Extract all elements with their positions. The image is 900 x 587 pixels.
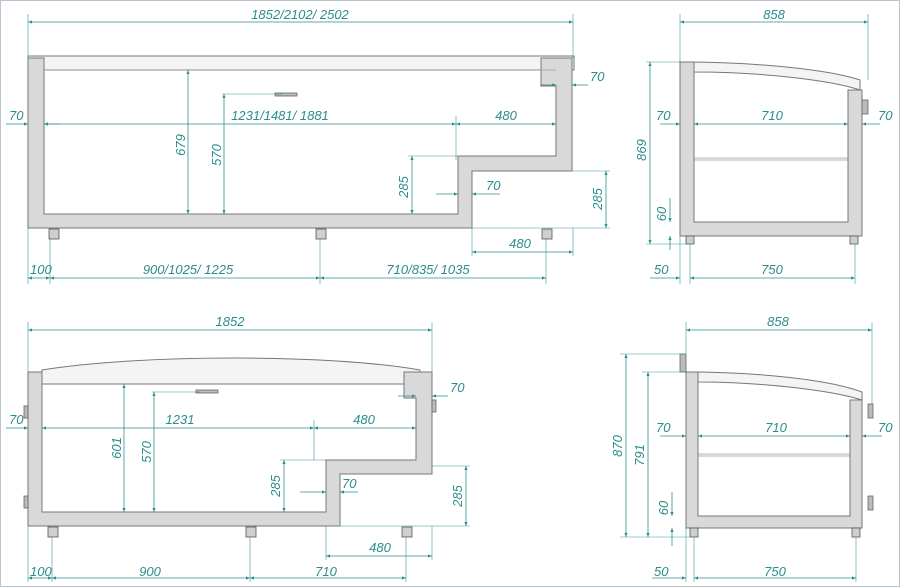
dim-front-foot-span-2: 710 xyxy=(315,564,337,579)
dim-bside-height-inner: 791 xyxy=(632,444,647,466)
top-front-view: 1852/2102/ 2502 70 1231/1481/ 1881 480 7… xyxy=(6,7,610,284)
dim-front-total-length: 1852 xyxy=(216,314,246,329)
dim-front-step-length: 480 xyxy=(353,412,375,427)
dim-side-foot-span: 750 xyxy=(761,262,783,277)
feet xyxy=(48,228,553,240)
dim-foot-span-1: 900/1025/ 1225 xyxy=(143,262,234,277)
dim-right-wall: 70 xyxy=(590,69,605,84)
dim-bside-left-wall: 70 xyxy=(656,420,671,435)
dim-front-left-offset: 100 xyxy=(30,564,52,579)
side-feet-bottom xyxy=(689,527,861,538)
lid xyxy=(27,55,575,71)
dim-step-height: 285 xyxy=(396,175,411,198)
dim-front-step-height-outer: 285 xyxy=(450,484,465,507)
dim-bside-foot-offset: 50 xyxy=(654,564,669,579)
dim-front-height-total: 601 xyxy=(109,437,124,459)
dim-front-step-wall: 70 xyxy=(342,476,357,491)
dim-front-inner-length: 1231 xyxy=(166,412,195,427)
dim-left-offset: 100 xyxy=(30,262,52,277)
side-wall xyxy=(679,61,863,237)
dim-foot-span-2: 710/835/ 1035 xyxy=(386,262,470,277)
side-feet xyxy=(685,235,859,245)
dim-front-step-height: 285 xyxy=(268,474,283,497)
dim-step-base: 480 xyxy=(509,236,531,251)
dim-bside-height-outer: 870 xyxy=(610,434,625,456)
side-handle xyxy=(861,99,869,115)
curved-lid-side xyxy=(684,371,863,401)
dim-side-left-wall: 70 xyxy=(656,108,671,123)
dim-front-step-base: 480 xyxy=(369,540,391,555)
dim-step-height-outer: 285 xyxy=(590,187,605,210)
handle xyxy=(274,92,298,97)
curved-lid-front xyxy=(41,357,421,385)
dim-height-total: 679 xyxy=(173,134,188,156)
feet-front xyxy=(47,526,413,538)
dim-bside-right-wall: 70 xyxy=(878,420,893,435)
dim-side-height: 869 xyxy=(634,139,649,161)
dim-side-foot-offset: 50 xyxy=(654,262,669,277)
dim-bside-inner: 710 xyxy=(765,420,787,435)
dim-inner-length: 1231/1481/ 1881 xyxy=(231,108,329,123)
dim-step-wall: 70 xyxy=(486,178,501,193)
dim-side-inner: 710 xyxy=(761,108,783,123)
dim-side-right-wall: 70 xyxy=(878,108,893,123)
dim-side-width: 858 xyxy=(763,7,785,22)
side-wall-bottom xyxy=(685,371,863,529)
curved-lid xyxy=(678,61,861,91)
dim-side-base: 60 xyxy=(654,206,669,221)
handle-front xyxy=(195,389,219,394)
dim-bside-width: 858 xyxy=(767,314,789,329)
dim-bside-base: 60 xyxy=(656,500,671,515)
dim-bside-foot-span: 750 xyxy=(764,564,786,579)
dim-front-right-wall: 70 xyxy=(450,380,465,395)
top-side-view: 858 869 70 710 70 60 50 750 xyxy=(634,7,893,284)
cabinet-wall xyxy=(27,57,573,229)
dim-height-inner: 570 xyxy=(209,143,224,165)
dim-total-length: 1852/2102/ 2502 xyxy=(251,7,349,22)
dim-step-length: 480 xyxy=(495,108,517,123)
dim-front-height-inner: 570 xyxy=(139,440,154,462)
dim-left-wall: 70 xyxy=(9,108,24,123)
dim-front-foot-span-1: 900 xyxy=(139,564,161,579)
dim-front-left-wall: 70 xyxy=(9,412,24,427)
bottom-side-view: 858 870 791 70 710 70 60 50 750 xyxy=(610,314,893,582)
bottom-front-view: 1852 601 570 70 1231 480 70 285 70 xyxy=(6,314,470,582)
cabinet-wall-front xyxy=(27,371,433,527)
